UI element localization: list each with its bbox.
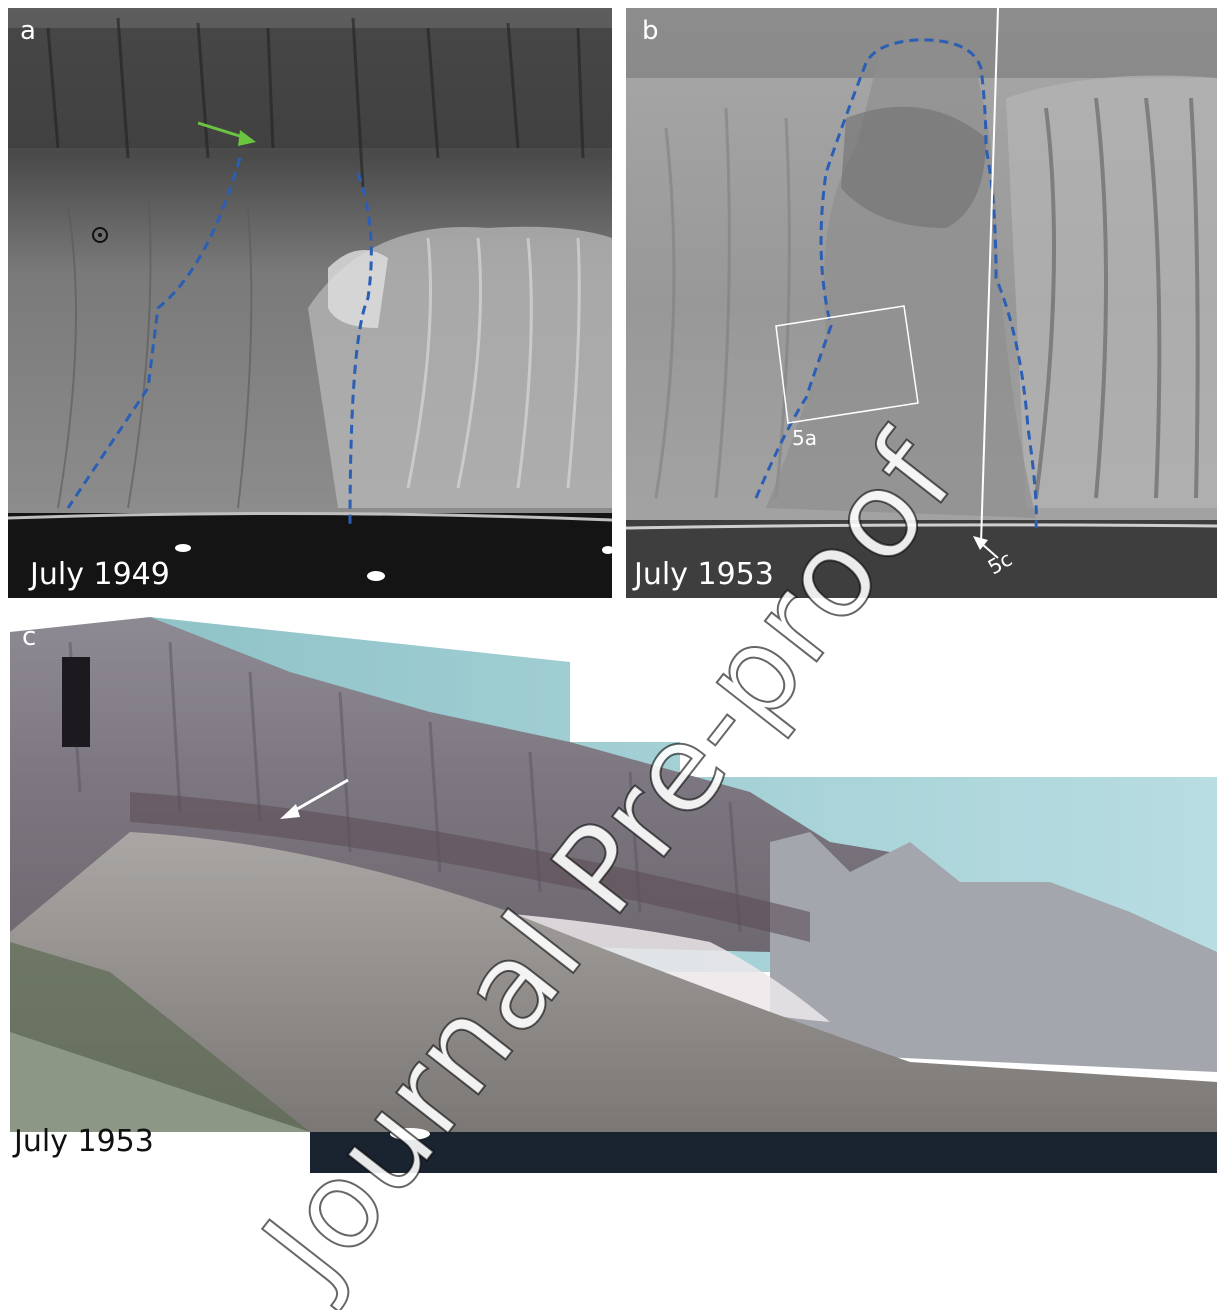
- landslide-outline: [754, 38, 1038, 529]
- white-arrow-icon: [973, 8, 999, 559]
- photo-panel-c: c July 1953: [10, 612, 1217, 1173]
- panel-letter-a: a: [20, 16, 36, 46]
- aerial-photo-1949: [8, 8, 612, 598]
- panel-letter-c: c: [22, 622, 37, 652]
- green-arrow-icon: [197, 121, 256, 146]
- inset-box: [775, 305, 919, 424]
- aerial-photo-1953: [626, 8, 1217, 598]
- circle-marker-icon: [92, 227, 108, 243]
- panorama-photo-1953: [10, 612, 1217, 1173]
- date-label-b: July 1953: [634, 557, 774, 592]
- white-arrow-icon: [280, 778, 349, 819]
- photo-panel-a: a July 1949: [8, 8, 612, 598]
- panel-letter-b: b: [642, 16, 659, 46]
- landslide-outline-left: [66, 157, 242, 509]
- date-label-c: July 1953: [14, 1124, 154, 1159]
- inset-label-5a: 5a: [792, 426, 817, 450]
- date-label-a: July 1949: [30, 557, 170, 592]
- photo-panel-b: b 5a 5c July 1953: [626, 8, 1217, 598]
